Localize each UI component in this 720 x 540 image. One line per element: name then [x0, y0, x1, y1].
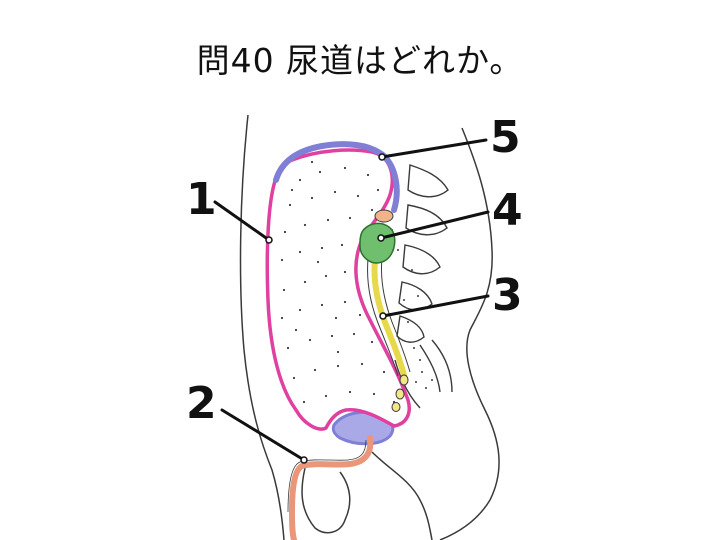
orange-node [374, 209, 394, 223]
leader-line-1 [213, 200, 271, 242]
leader-line-2 [220, 408, 306, 462]
vertebrae [394, 164, 453, 409]
body-front-outline [239, 114, 285, 540]
callout-number-1: 1 [186, 174, 217, 225]
peritoneum-outline [265, 148, 411, 431]
organ-stipple [280, 160, 396, 404]
rectum-tube-outline [367, 249, 411, 377]
callout-leaders [213, 138, 490, 462]
anchor-dot-5 [378, 153, 386, 161]
callout-anchor-dots [265, 153, 387, 464]
leader-line-3 [381, 294, 490, 318]
upper-blue-membrane [273, 141, 400, 213]
callout-number-4: 4 [492, 185, 523, 236]
leader-line-5 [380, 138, 488, 159]
anchor-dot-1 [265, 236, 273, 244]
perineum-outline [371, 451, 433, 540]
callout-number-3: 3 [492, 270, 523, 321]
callout-number-5: 5 [490, 112, 521, 163]
scrotum-outline [301, 467, 351, 534]
rectal-segments [391, 374, 409, 412]
anchor-dot-2 [300, 456, 308, 464]
urethra-tube-outline [287, 439, 367, 513]
leader-line-4 [379, 210, 490, 240]
rectum-tube [371, 247, 407, 378]
anchor-dot-4 [377, 234, 385, 242]
body-back-outline [439, 127, 500, 540]
question-title: 問40 尿道はどれか。 [196, 41, 524, 80]
callout-number-2: 2 [186, 378, 217, 429]
urethra-tube [288, 435, 374, 540]
green-organ [359, 222, 396, 264]
anchor-dot-3 [379, 312, 387, 320]
